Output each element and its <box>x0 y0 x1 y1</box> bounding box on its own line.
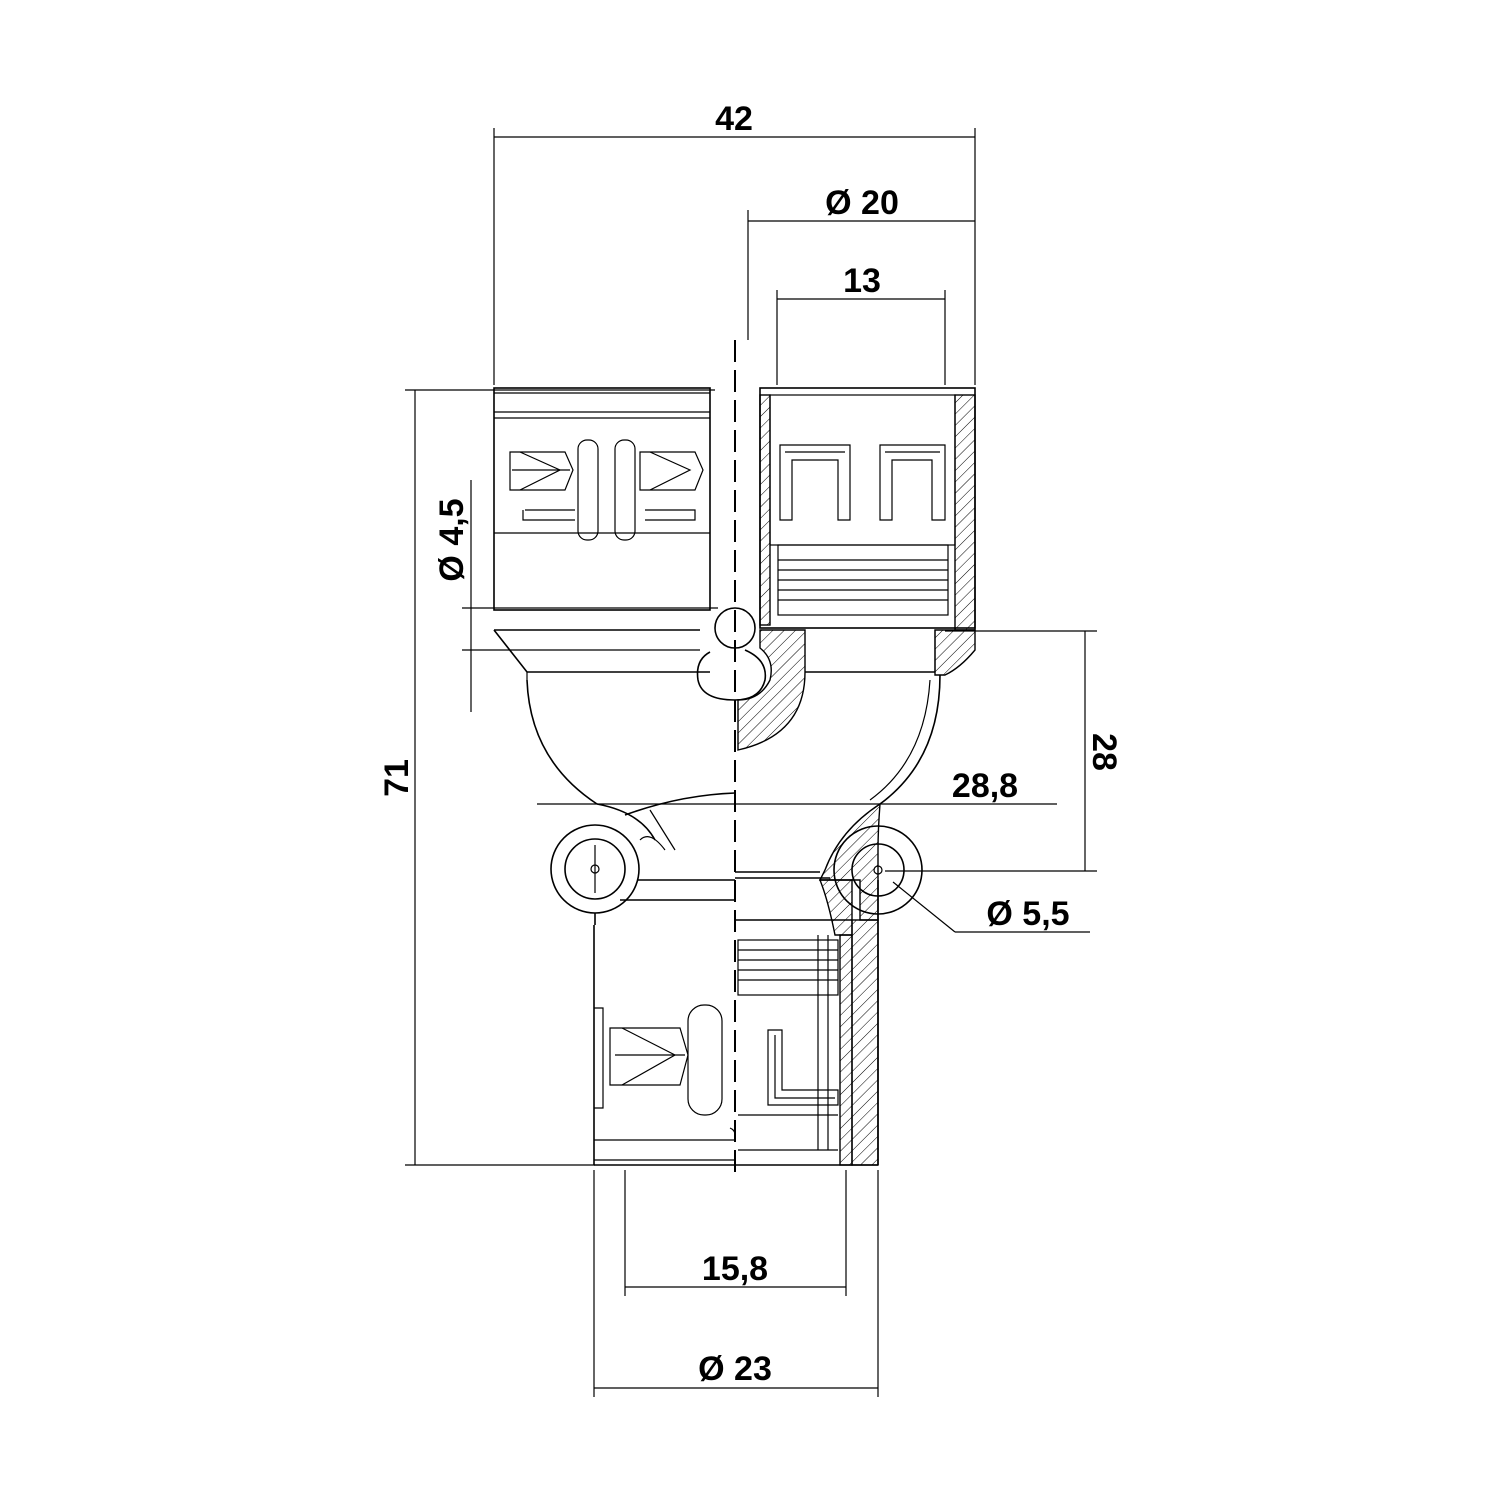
dim-mount-hole-diameter: Ø 5,5 <box>986 895 1069 933</box>
dimension-lines <box>405 128 1097 1397</box>
latch-knob <box>696 649 767 701</box>
dim-center-distance: 28 <box>1085 733 1123 771</box>
dim-body-width: 28,8 <box>952 767 1018 805</box>
left-mount-lug <box>550 792 736 925</box>
lower-left-nut <box>593 925 740 1166</box>
upper-left-nut <box>493 387 711 680</box>
dim-overall-width: 42 <box>715 100 753 138</box>
lower-right-section <box>735 880 879 1166</box>
dim-left-hole-diameter: Ø 4,5 <box>433 498 471 581</box>
dim-top-outlet-diameter: Ø 20 <box>825 184 899 222</box>
dim-bottom-inner-width: 15,8 <box>702 1250 768 1288</box>
dim-bottom-outlet-diameter: Ø 23 <box>698 1350 772 1388</box>
right-mount-lug <box>735 802 923 936</box>
detent-ball <box>714 607 756 649</box>
body-bowl-left <box>526 679 598 805</box>
dimension-labels: 42 Ø 20 13 Ø 4,5 71 28 28,8 Ø 5,5 15,8 Ø… <box>378 100 1123 1388</box>
dim-top-inner-width: 13 <box>843 262 881 300</box>
upper-right-section <box>737 387 976 805</box>
dim-overall-height: 71 <box>378 759 416 797</box>
